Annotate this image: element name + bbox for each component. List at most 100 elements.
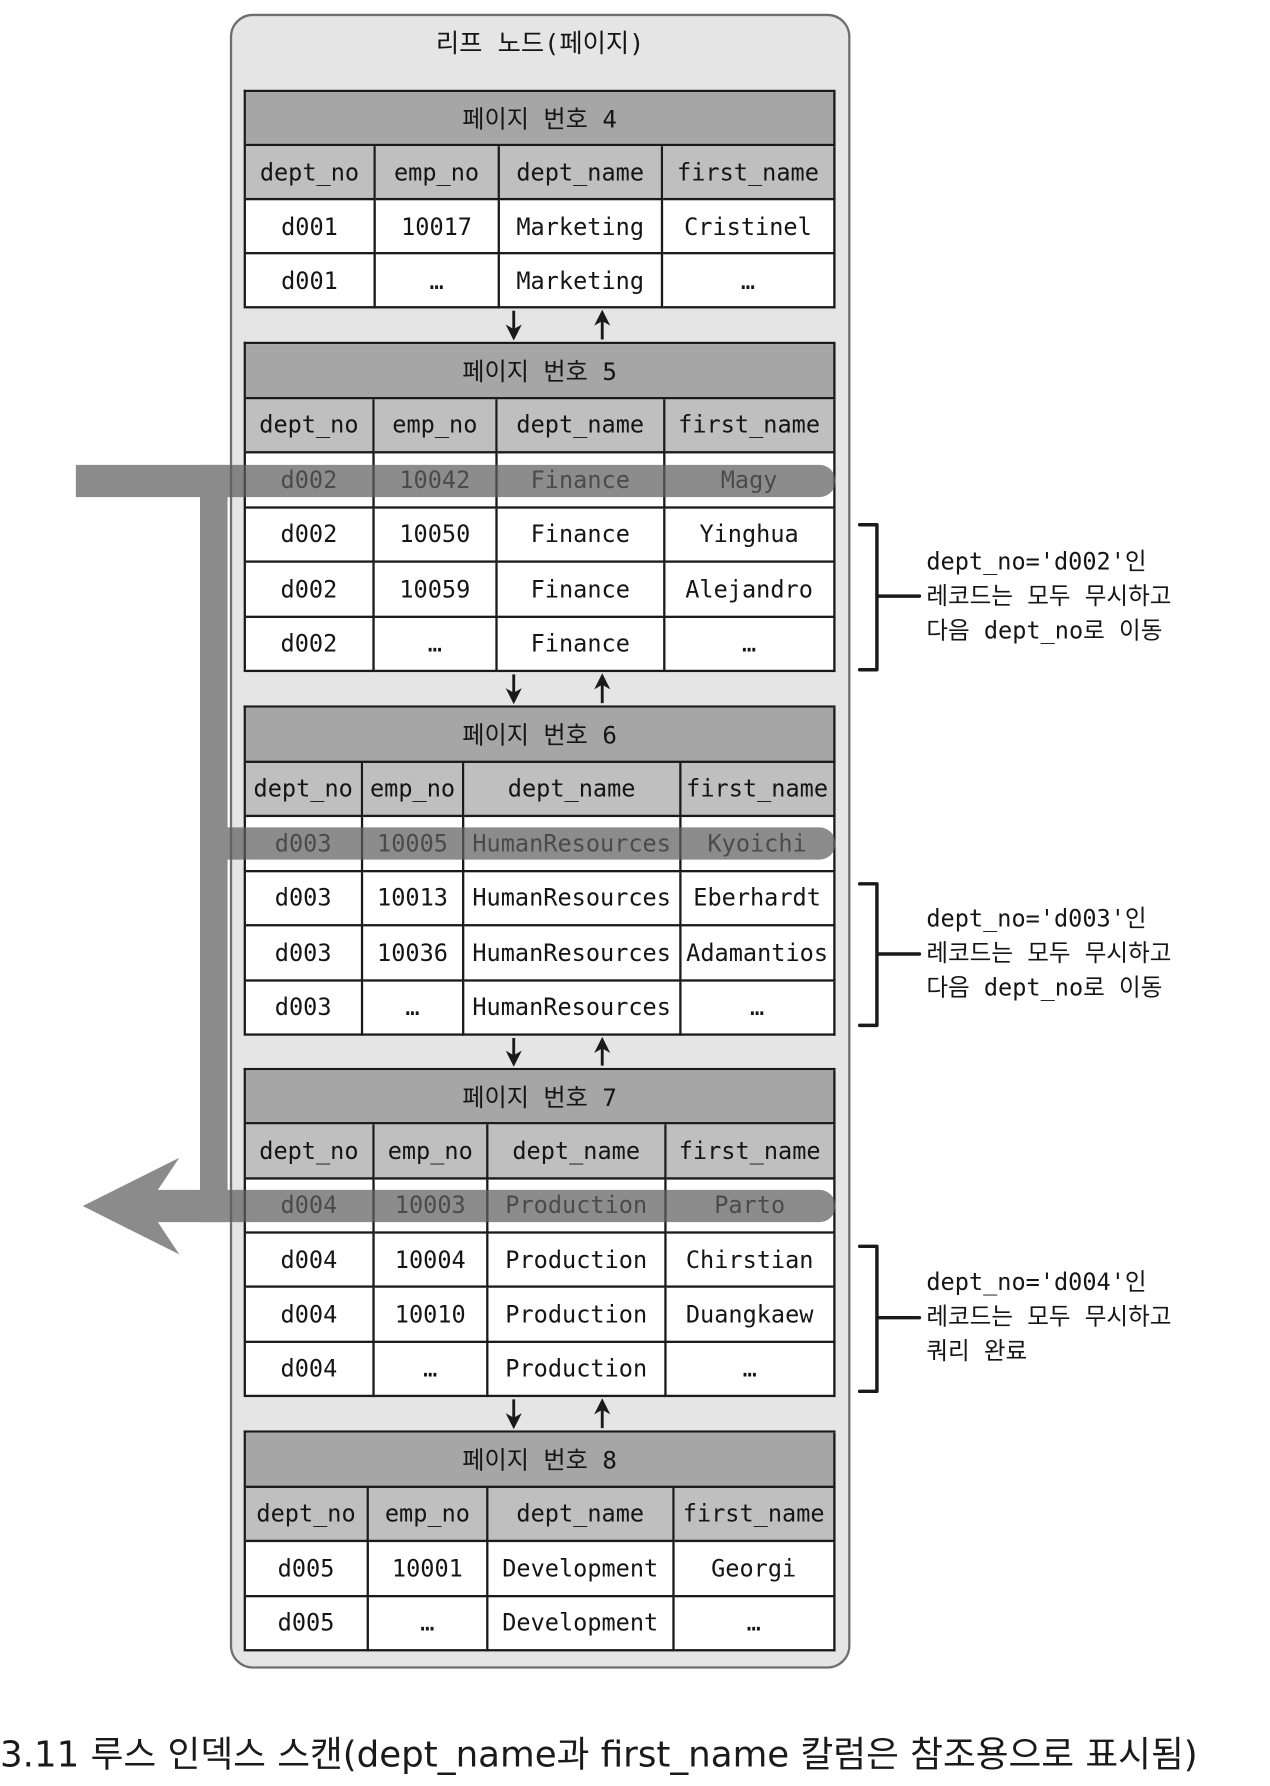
- cell-first-name: Adamantios: [680, 926, 836, 982]
- cell-dept-no: d005: [245, 1542, 369, 1597]
- cell-dept-no: d003: [245, 981, 363, 1036]
- brace-d004: [857, 1244, 922, 1394]
- cell-dept-name: Production: [488, 1233, 667, 1289]
- cell-emp-no: …: [368, 1596, 489, 1652]
- column-header-dept-no: dept_no: [245, 762, 363, 818]
- cell-dept-no: d002: [245, 562, 375, 618]
- page-7-table: 페이지 번호 7 dept_no emp_no dept_name first_…: [243, 1067, 836, 1398]
- cell-first-name: Chirstian: [666, 1233, 836, 1289]
- annotation-line: 레코드는 모두 무시하고: [926, 582, 1172, 610]
- page-title: 페이지 번호 6: [245, 707, 836, 763]
- scan-arrowhead: [82, 1157, 180, 1255]
- cell-dept-no: d003: [245, 871, 363, 927]
- cell-dept-no: d001: [245, 254, 376, 309]
- cell-dept-no: d004: [245, 1233, 375, 1289]
- cell-emp-no: …: [362, 981, 465, 1036]
- cell-emp-no: …: [375, 254, 501, 309]
- cell-dept-name: HumanResources: [464, 871, 681, 927]
- cell-dept-no: d002: [245, 453, 375, 509]
- column-header-dept-name: dept_name: [500, 146, 663, 201]
- cell-dept-name: HumanResources: [464, 817, 681, 872]
- cell-dept-no: d002: [245, 508, 375, 563]
- cell-dept-name: Development: [488, 1596, 675, 1652]
- cell-emp-no: 10004: [374, 1233, 489, 1289]
- cell-emp-no: 10036: [362, 926, 465, 982]
- cell-first-name: Alejandro: [664, 562, 836, 618]
- annotation-line: 레코드는 모두 무시하고: [926, 939, 1172, 967]
- page-title: 페이지 번호 8: [245, 1432, 836, 1488]
- cell-emp-no: 10059: [374, 562, 498, 618]
- cell-dept-name: Marketing: [500, 254, 663, 309]
- brace-d002: [857, 523, 922, 672]
- column-header-dept-name: dept_name: [488, 1124, 667, 1180]
- cell-dept-no: d003: [245, 926, 363, 982]
- cell-first-name: …: [680, 981, 836, 1036]
- column-header-dept-no: dept_no: [245, 146, 376, 201]
- cell-dept-name: HumanResources: [464, 926, 681, 982]
- cell-first-name: Kyoichi: [680, 817, 836, 872]
- annotation-line: 레코드는 모두 무시하고: [926, 1302, 1172, 1331]
- cell-emp-no: 10003: [374, 1179, 489, 1234]
- page-title: 페이지 번호 5: [245, 344, 836, 399]
- annotation-line: dept_no='d002'인: [926, 547, 1147, 576]
- annotation-line: dept_no='d003'인: [926, 904, 1147, 933]
- page-title: 페이지 번호 7: [245, 1070, 836, 1125]
- column-header-first-name: first_name: [662, 146, 836, 201]
- cell-emp-no: 10042: [374, 453, 498, 509]
- cell-dept-name: Development: [488, 1542, 675, 1597]
- cell-first-name: Duangkaew: [666, 1288, 836, 1343]
- cell-first-name: Cristinel: [662, 200, 836, 255]
- cell-first-name: Georgi: [674, 1542, 836, 1597]
- cell-emp-no: …: [374, 617, 498, 673]
- brace-d003: [857, 882, 922, 1028]
- annotation-line: 다음 dept_no로 이동: [926, 973, 1163, 1002]
- cell-dept-no: d005: [245, 1596, 369, 1652]
- column-header-emp-no: emp_no: [375, 146, 501, 201]
- cell-first-name: Magy: [664, 453, 836, 509]
- column-header-first-name: first_name: [666, 1124, 836, 1180]
- cell-first-name: …: [664, 617, 836, 673]
- annotation-line: dept_no='d004'인: [926, 1268, 1147, 1296]
- figure-caption: 3.11 루스 인덱스 스캔(dept_name과 first_name 칼럼은…: [0, 1734, 1198, 1776]
- cell-first-name: …: [674, 1596, 836, 1652]
- cell-first-name: Eberhardt: [680, 871, 836, 927]
- annotation-braces: [857, 523, 922, 1394]
- column-header-dept-no: dept_no: [245, 1487, 369, 1543]
- column-header-dept-name: dept_name: [497, 398, 665, 454]
- cell-emp-no: 10005: [362, 817, 465, 872]
- page-8-table: 페이지 번호 8 dept_no emp_no dept_name first_…: [243, 1430, 836, 1652]
- annotation-skip-d002: dept_no='d002'인 레코드는 모두 무시하고 다음 dept_no로…: [926, 544, 1171, 648]
- cell-dept-name: Production: [488, 1288, 667, 1343]
- column-header-emp-no: emp_no: [362, 762, 465, 818]
- cell-emp-no: 10017: [375, 200, 501, 255]
- cell-emp-no: 10010: [374, 1288, 489, 1343]
- column-header-dept-name: dept_name: [464, 762, 681, 818]
- cell-dept-no: d001: [245, 200, 376, 255]
- cell-emp-no: 10001: [368, 1542, 489, 1597]
- scan-connector: [199, 464, 228, 1223]
- column-header-dept-name: dept_name: [488, 1487, 675, 1543]
- cell-dept-no: d004: [245, 1179, 375, 1234]
- annotation-line: 다음 dept_no로 이동: [926, 616, 1163, 645]
- column-header-emp-no: emp_no: [374, 398, 498, 454]
- cell-first-name: Yinghua: [664, 508, 836, 563]
- annotation-query-complete: dept_no='d004'인 레코드는 모두 무시하고 쿼리 완료: [926, 1265, 1171, 1369]
- column-header-dept-no: dept_no: [245, 398, 375, 454]
- column-header-emp-no: emp_no: [374, 1124, 489, 1180]
- column-header-first-name: first_name: [664, 398, 836, 454]
- cell-first-name: Parto: [666, 1179, 836, 1234]
- cell-emp-no: 10050: [374, 508, 498, 563]
- page-4-table: 페이지 번호 4 dept_no emp_no dept_name first_…: [243, 89, 836, 309]
- cell-dept-name: Finance: [497, 453, 665, 509]
- cell-dept-name: Finance: [497, 508, 665, 563]
- column-header-first-name: first_name: [680, 762, 836, 818]
- page-5-table: 페이지 번호 5 dept_no emp_no dept_name first_…: [243, 341, 836, 673]
- column-header-emp-no: emp_no: [368, 1487, 489, 1543]
- leaf-node-title: 리프 노드(페이지): [435, 29, 645, 59]
- column-header-first-name: first_name: [674, 1487, 836, 1543]
- cell-dept-name: Finance: [497, 562, 665, 618]
- cell-dept-name: Production: [488, 1179, 667, 1234]
- cell-dept-no: d004: [245, 1288, 375, 1343]
- cell-dept-name: Marketing: [500, 200, 663, 255]
